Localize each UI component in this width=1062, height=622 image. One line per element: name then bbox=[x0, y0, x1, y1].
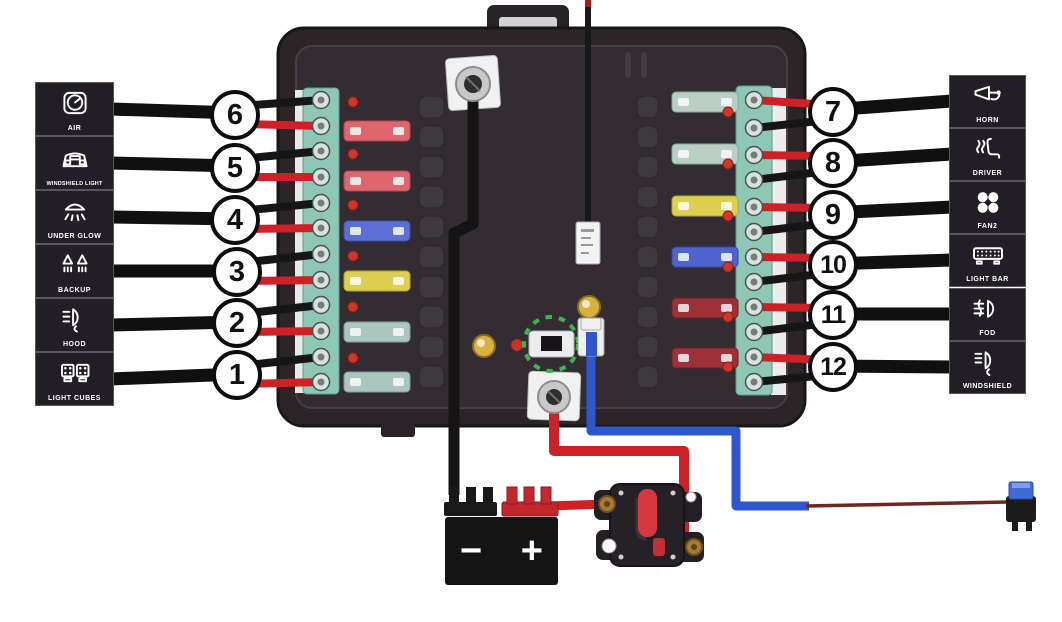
fuse-blue bbox=[671, 246, 739, 268]
circuit-number-6: 6 bbox=[210, 90, 260, 140]
breaker-mount-hole bbox=[685, 491, 697, 503]
fuse-tan bbox=[671, 143, 739, 165]
heated-seat-icon bbox=[950, 129, 1025, 170]
fuse-red bbox=[343, 170, 411, 192]
battery-negative-terminal bbox=[444, 487, 497, 516]
status-led-red bbox=[347, 96, 359, 364]
circuit-number-1: 1 bbox=[212, 350, 262, 400]
fuse-blue bbox=[343, 220, 411, 242]
circuit-label-text: BACKUP bbox=[58, 286, 91, 294]
circuit-label-under-glow: UNDER GLOW bbox=[35, 190, 114, 244]
pressure-gauge-icon bbox=[36, 83, 113, 125]
horn-icon bbox=[950, 76, 1025, 117]
fuse-tap-connector bbox=[1006, 481, 1036, 531]
light-bar-icon bbox=[950, 235, 1025, 276]
circuit-label-text: LIGHT BAR bbox=[966, 275, 1009, 283]
breaker-reset-lever bbox=[638, 489, 657, 537]
under-glow-icon bbox=[36, 191, 113, 233]
circuit-label-fod: FOD bbox=[949, 288, 1026, 341]
circuit-label-backup: BACKUP bbox=[35, 244, 114, 298]
circuit-number-4: 4 bbox=[210, 195, 260, 245]
indicator-led-yellow-left bbox=[472, 334, 496, 358]
battery-negative-symbol: − bbox=[460, 530, 483, 572]
circuit-number-7: 7 bbox=[808, 87, 858, 137]
circuit-number-11: 11 bbox=[808, 290, 858, 340]
circuit-number-5: 5 bbox=[210, 143, 260, 193]
fuse-yellow bbox=[343, 270, 411, 292]
accessory-wire-blue bbox=[586, 330, 809, 511]
backup-lights-icon bbox=[36, 245, 113, 287]
trigger-wire-connector bbox=[575, 221, 601, 265]
terminal-screws-right bbox=[744, 90, 764, 392]
circuit-number-3: 3 bbox=[212, 247, 262, 297]
circuit-label-driver: DRIVER bbox=[949, 128, 1026, 181]
circuit-label-text: WINDSHIELD LIGHT bbox=[46, 180, 103, 187]
circuit-label-text: DRIVER bbox=[972, 169, 1003, 177]
case-clip bbox=[381, 423, 415, 437]
circuit-label-text: LIGHT CUBES bbox=[48, 394, 101, 402]
fuse-yellow bbox=[671, 195, 739, 217]
circuit-label-text: AIR bbox=[67, 124, 82, 132]
fan-icon bbox=[950, 182, 1025, 223]
toggle-switch bbox=[528, 330, 575, 358]
ground-wire-black bbox=[448, 88, 479, 495]
fuse-tan bbox=[343, 371, 411, 393]
circuit-label-text: WINDSHIELD bbox=[962, 382, 1013, 390]
circuit-label-air: AIR bbox=[35, 82, 114, 136]
circuit-label-fan2: FAN2 bbox=[949, 181, 1026, 234]
indicator-led-yellow-upper bbox=[577, 295, 601, 319]
status-led-red bbox=[722, 106, 734, 373]
circuit-number-9: 9 bbox=[808, 190, 858, 240]
hood-light-icon bbox=[36, 299, 113, 341]
circuit-label-text: HOOD bbox=[63, 340, 86, 348]
circuit-number-10: 10 bbox=[808, 240, 858, 290]
fuse-dark-red bbox=[671, 297, 739, 319]
terminal-screws-left bbox=[311, 90, 331, 392]
circuit-breaker bbox=[594, 483, 704, 567]
fuse-dark-red bbox=[671, 347, 739, 369]
circuit-label-text: FAN2 bbox=[977, 222, 998, 230]
fog-light-icon bbox=[950, 289, 1025, 330]
circuit-number-2: 2 bbox=[212, 298, 262, 348]
light-cubes-icon bbox=[36, 353, 113, 395]
circuit-label-hood: HOOD bbox=[35, 298, 114, 352]
fuse-tan bbox=[671, 91, 739, 113]
accessory-wire-connector bbox=[577, 317, 605, 357]
ground-stud-bolt bbox=[455, 66, 491, 102]
fuse-bank-left bbox=[343, 96, 411, 393]
fuse-tan bbox=[343, 321, 411, 343]
fuse-tap-wire bbox=[805, 500, 1009, 508]
circuit-label-windshield-light: WINDSHIELD LIGHT bbox=[35, 136, 114, 190]
circuit-label-text: HORN bbox=[976, 116, 999, 124]
roof-light-bar-icon bbox=[36, 137, 113, 181]
circuit-label-windshield: WINDSHIELD bbox=[949, 341, 1026, 394]
circuit-label-light-cubes: LIGHT CUBES bbox=[35, 352, 114, 406]
vent-ribs-right bbox=[636, 95, 659, 389]
circuit-number-8: 8 bbox=[808, 138, 858, 188]
vent-ribs-left bbox=[418, 95, 445, 389]
circuit-label-horn: HORN bbox=[949, 75, 1026, 128]
power-stud-bolt bbox=[537, 380, 571, 414]
windshield-light-icon bbox=[950, 342, 1025, 383]
fuse-bank-right bbox=[671, 91, 739, 373]
circuit-label-light-bar: LIGHT BAR bbox=[949, 234, 1026, 287]
battery: − + bbox=[445, 517, 558, 585]
fuse-red bbox=[343, 120, 411, 142]
circuit-label-text: FOD bbox=[979, 329, 996, 337]
circuit-number-12: 12 bbox=[808, 342, 858, 392]
circuit-label-text: UNDER GLOW bbox=[47, 232, 102, 240]
breaker-mount-hole bbox=[601, 538, 617, 554]
terminal-block-left bbox=[295, 87, 340, 395]
battery-positive-terminal bbox=[501, 486, 559, 517]
battery-positive-symbol: + bbox=[520, 530, 543, 572]
indicator-led-red bbox=[510, 338, 524, 352]
